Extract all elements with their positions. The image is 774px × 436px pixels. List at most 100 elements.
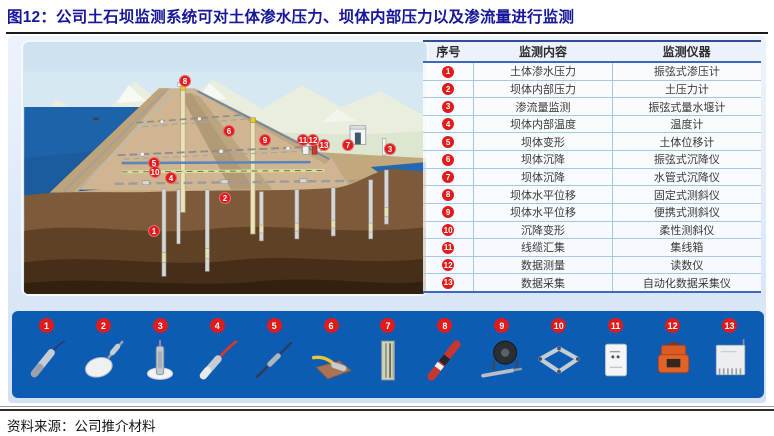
strip-item-11: 11 bbox=[587, 311, 644, 383]
monitoring-content-cell: 土体渗水压力 bbox=[473, 62, 613, 81]
monitoring-content-cell: 坝体变形 bbox=[473, 132, 613, 152]
instrument-strip: 1 2 3 4 bbox=[12, 311, 764, 398]
monitoring-content-cell: 数据采集 bbox=[473, 273, 613, 293]
table-row: 4 坝体内部温度温度计 bbox=[423, 115, 761, 134]
row-index-cell: 6 bbox=[423, 150, 474, 169]
strip-number-badge: 1 bbox=[38, 318, 54, 333]
flexible-inclinometer-icon bbox=[537, 346, 580, 374]
junction-box-device bbox=[302, 146, 309, 155]
strip-item-10: 10 bbox=[530, 311, 587, 383]
strip-number-badge: 11 bbox=[608, 318, 624, 333]
row-index-cell: 2 bbox=[423, 80, 474, 99]
row-index-cell: 10 bbox=[423, 221, 474, 240]
monitoring-content-cell: 坝体水平位移 bbox=[473, 185, 613, 204]
strip-item-13: 13 bbox=[701, 311, 758, 383]
monitoring-content-cell: 线缆汇集 bbox=[473, 238, 613, 257]
monitoring-instrument-cell: 土体位移计 bbox=[611, 132, 761, 152]
row-index-cell: 13 bbox=[423, 273, 474, 293]
row-index-cell: 7 bbox=[423, 168, 474, 187]
readout-instrument-icon bbox=[657, 342, 689, 374]
monitoring-content-cell: 坝体沉降 bbox=[473, 168, 613, 187]
strip-item-12: 12 bbox=[644, 311, 701, 383]
earth-pressure-cell-icon bbox=[85, 340, 125, 378]
strip-item-1: 1 bbox=[18, 311, 75, 383]
diagram-marker: 2 bbox=[219, 192, 231, 204]
junction-box-icon bbox=[604, 343, 627, 377]
row-number-badge: 5 bbox=[442, 136, 455, 148]
strip-number-badge: 10 bbox=[551, 318, 567, 333]
monitoring-instrument-cell: 固定式测斜仪 bbox=[611, 185, 761, 204]
row-index-cell: 5 bbox=[423, 132, 474, 152]
diagram-marker: 13 bbox=[318, 139, 330, 151]
monitoring-content-cell: 坝体内部温度 bbox=[473, 115, 613, 134]
row-index-cell: 4 bbox=[423, 115, 474, 134]
row-index-cell: 1 bbox=[423, 62, 474, 81]
monitoring-instrument-cell: 柔性测斜仪 bbox=[611, 221, 761, 240]
row-index-cell: 12 bbox=[423, 256, 474, 275]
row-index-cell: 8 bbox=[423, 185, 474, 204]
row-number-badge: 2 bbox=[442, 83, 455, 96]
fixed-inclinometer-icon bbox=[427, 340, 461, 381]
strip-item-2: 2 bbox=[75, 311, 132, 383]
diagram-marker: 7 bbox=[342, 139, 354, 151]
row-index-cell: 9 bbox=[423, 203, 474, 222]
strip-item-3: 3 bbox=[132, 311, 189, 383]
weir-gauge-icon bbox=[147, 340, 174, 380]
source-note: 资料来源：公司推介材料 bbox=[7, 419, 156, 434]
strip-number-badge: 4 bbox=[209, 318, 225, 333]
header-content: 监测内容 bbox=[473, 41, 613, 63]
monitoring-content-cell: 沉降变形 bbox=[473, 221, 613, 240]
monitoring-instrument-cell: 温度计 bbox=[611, 115, 761, 134]
table-row: 10 沉降变形柔性测斜仪 bbox=[423, 221, 761, 240]
monitoring-content-cell: 坝体内部压力 bbox=[473, 80, 613, 99]
inclinometer-casings bbox=[177, 82, 256, 235]
strip-item-7: 7 bbox=[360, 311, 417, 383]
strip-number-badge: 5 bbox=[266, 318, 282, 333]
strip-item-9: 9 bbox=[473, 311, 530, 383]
diagram-marker: 3 bbox=[384, 143, 396, 155]
row-number-badge: 4 bbox=[442, 118, 455, 131]
thermometer-icon bbox=[199, 340, 238, 380]
strip-number-badge: 2 bbox=[95, 318, 111, 333]
diagram-marker: 6 bbox=[223, 125, 235, 137]
monitoring-content-cell: 数据测量 bbox=[473, 256, 613, 275]
settlement-gauge-icon bbox=[311, 355, 352, 380]
diagram-marker: 9 bbox=[259, 134, 271, 146]
row-number-badge: 8 bbox=[442, 188, 455, 201]
monitoring-content-cell: 渗流量监测 bbox=[473, 97, 613, 116]
row-number-badge: 12 bbox=[442, 259, 455, 272]
figure-title: 图12：公司土石坝监测系统可对土体渗水压力、坝体内部压力以及渗流量进行监测 bbox=[7, 9, 575, 26]
water-tube-settlement-gauge-icon bbox=[381, 340, 395, 381]
diagram-marker: 8 bbox=[179, 75, 191, 87]
strip-number-badge: 3 bbox=[152, 318, 168, 333]
row-number-badge: 13 bbox=[442, 276, 455, 289]
soil-displacement-meter-icon bbox=[255, 341, 293, 379]
diagram-marker: 4 bbox=[165, 172, 177, 184]
portable-inclinometer-icon bbox=[481, 340, 522, 378]
strip-item-4: 4 bbox=[189, 311, 246, 383]
strip-number-badge: 7 bbox=[380, 318, 396, 333]
monitoring-content-cell: 坝体水平位移 bbox=[473, 203, 613, 222]
monitoring-instrument-cell: 振弦式量水堰计 bbox=[611, 97, 761, 116]
row-number-badge: 10 bbox=[442, 224, 455, 237]
monitoring-instrument-cell: 土压力计 bbox=[611, 80, 761, 99]
strip-item-5: 5 bbox=[246, 311, 303, 383]
monitoring-instrument-cell: 自动化数据采集仪 bbox=[611, 273, 761, 293]
header-index: 序号 bbox=[423, 41, 474, 63]
table-row: 2 坝体内部压力土压力计 bbox=[423, 80, 761, 99]
diagram-marker: 12 bbox=[307, 134, 319, 146]
table-row: 5 坝体变形土体位移计 bbox=[423, 132, 761, 152]
dam-illustration bbox=[24, 42, 426, 294]
strip-item-8: 8 bbox=[416, 311, 473, 383]
row-number-badge: 3 bbox=[442, 100, 455, 113]
table-row: 13 数据采集自动化数据采集仪 bbox=[423, 273, 761, 293]
row-number-badge: 11 bbox=[442, 241, 455, 254]
